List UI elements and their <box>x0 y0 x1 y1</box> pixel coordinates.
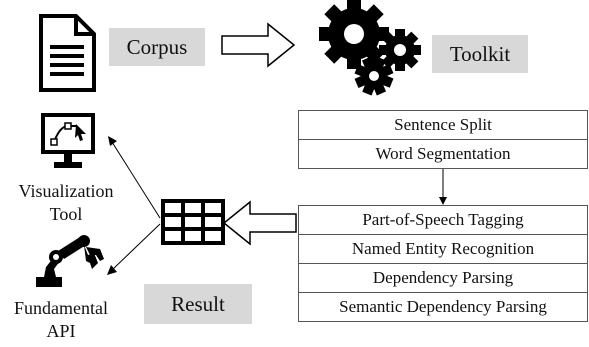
monitor-cursor-icon <box>41 113 95 168</box>
step-sentence-split: Sentence Split <box>298 110 588 140</box>
gears-icon <box>319 0 421 96</box>
step-dependency-parsing: Dependency Parsing <box>298 263 588 293</box>
hollow-arrow-right <box>221 22 296 68</box>
result-label: Result <box>144 284 252 324</box>
step-word-segmentation: Word Segmentation <box>298 139 588 169</box>
step-ner: Named Entity Recognition <box>298 234 588 264</box>
fundamental-api-label: Fundamental API <box>0 297 122 343</box>
hollow-arrow-left <box>222 200 297 246</box>
robot-arm-icon <box>36 235 104 287</box>
corpus-label: Corpus <box>109 28 205 66</box>
api-line2: API <box>46 321 76 341</box>
document-icon <box>39 14 96 92</box>
toolkit-label: Toolkit <box>432 35 528 73</box>
visualization-line2: Tool <box>49 204 83 224</box>
step-pos-tagging: Part-of-Speech Tagging <box>298 205 588 235</box>
table-icon <box>161 199 225 245</box>
visualization-tool-label: Visualization Tool <box>6 180 126 226</box>
visualization-line1: Visualization <box>18 181 114 201</box>
api-line1: Fundamental <box>14 298 108 318</box>
arrow-to-visualization <box>108 136 161 219</box>
down-arrow <box>439 169 447 205</box>
arrow-to-api <box>107 223 161 275</box>
step-semantic-dependency-parsing: Semantic Dependency Parsing <box>298 292 588 322</box>
